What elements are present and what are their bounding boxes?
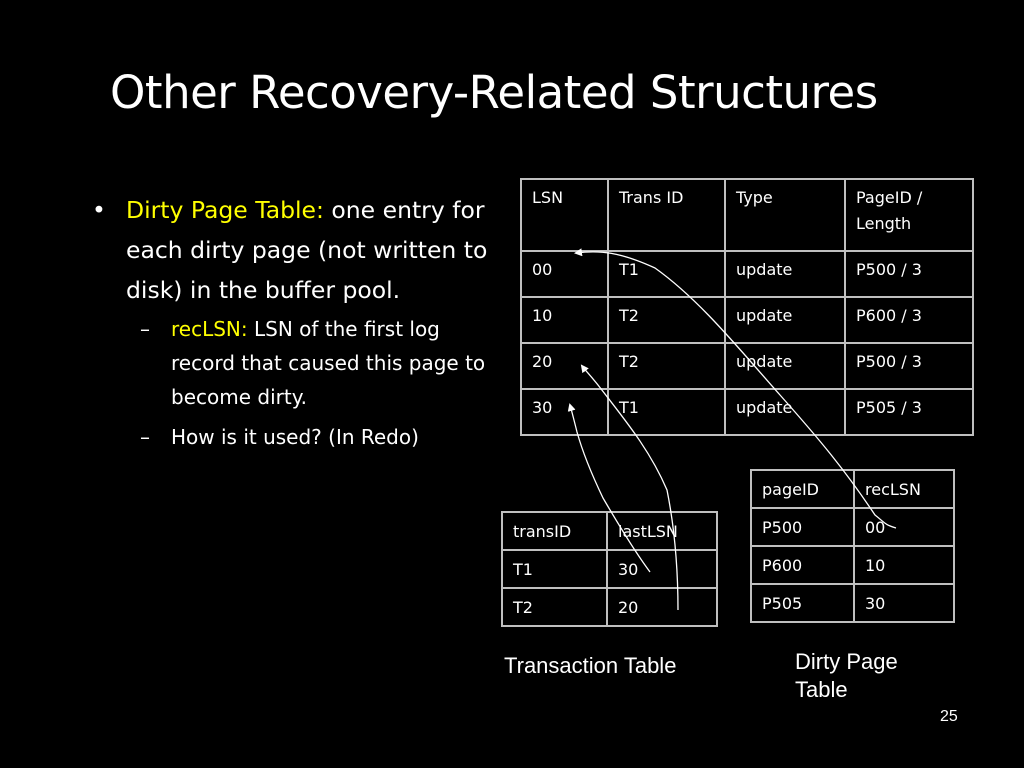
dirty-page-table-header-row: pageID recLSN bbox=[750, 469, 955, 509]
log-cell-type: update bbox=[724, 342, 846, 390]
dpt-cell-pageid: P600 bbox=[750, 545, 855, 585]
dpt-cell-pageid: P505 bbox=[750, 583, 855, 623]
log-cell-pageid: P500 / 3 bbox=[844, 342, 974, 390]
log-header-lsn: LSN bbox=[520, 178, 609, 252]
dirty-page-table-caption: Dirty Page Table bbox=[795, 649, 898, 702]
dpt-header-reclsn: recLSN bbox=[853, 469, 955, 509]
sub-bullet-reclsn: – recLSN: LSN of the first log record th… bbox=[92, 312, 502, 414]
log-cell-trans: T2 bbox=[607, 296, 726, 344]
log-cell-lsn: 20 bbox=[520, 342, 609, 390]
bullet-list: • Dirty Page Table: one entry for each d… bbox=[92, 190, 502, 454]
log-table-header-row: LSN Trans ID Type PageID / Length bbox=[520, 178, 974, 252]
log-cell-pageid: P505 / 3 bbox=[844, 388, 974, 436]
log-cell-type: update bbox=[724, 296, 846, 344]
bullet-text: one entry for each dirty page (not writt… bbox=[126, 196, 488, 304]
dpt-cell-pageid: P500 bbox=[750, 507, 855, 547]
sub-bullet-usage: – How is it used? (In Redo) bbox=[92, 420, 502, 454]
log-cell-lsn: 00 bbox=[520, 250, 609, 298]
dpt-cell-reclsn: 30 bbox=[853, 583, 955, 623]
dirty-page-table: pageID recLSN P500 00 P600 10 P505 30 bbox=[750, 469, 955, 623]
sub-bullet-text: LSN of the first log record that caused … bbox=[171, 317, 486, 409]
log-cell-lsn: 10 bbox=[520, 296, 609, 344]
sub-bullet-marker: – bbox=[140, 425, 150, 449]
transaction-table-header-row: transID lastLSN bbox=[501, 511, 718, 551]
dpt-header-pageid: pageID bbox=[750, 469, 855, 509]
table-row: P500 00 bbox=[750, 507, 955, 547]
table-row: P600 10 bbox=[750, 545, 955, 585]
log-header-pageid-length: PageID / Length bbox=[844, 178, 974, 252]
table-row: P505 30 bbox=[750, 583, 955, 623]
log-header-type: Type bbox=[724, 178, 846, 252]
log-table: LSN Trans ID Type PageID / Length 00 T1 … bbox=[520, 178, 974, 436]
log-cell-lsn: 30 bbox=[520, 388, 609, 436]
txn-cell-lastlsn: 30 bbox=[606, 549, 718, 589]
log-cell-type: update bbox=[724, 250, 846, 298]
bullet-highlight: Dirty Page Table: bbox=[126, 196, 324, 224]
bullet-marker: • bbox=[92, 196, 106, 224]
sub-bullet-text: How is it used? (In Redo) bbox=[171, 425, 419, 449]
log-cell-pageid: P600 / 3 bbox=[844, 296, 974, 344]
log-cell-trans: T2 bbox=[607, 342, 726, 390]
log-cell-trans: T1 bbox=[607, 250, 726, 298]
bullet-dirty-page-table: • Dirty Page Table: one entry for each d… bbox=[92, 190, 502, 310]
sub-bullet-highlight: recLSN: bbox=[171, 317, 248, 341]
log-cell-trans: T1 bbox=[607, 388, 726, 436]
sub-bullet-marker: – bbox=[140, 317, 150, 341]
log-table-row: 30 T1 update P505 / 3 bbox=[520, 388, 974, 436]
log-cell-type: update bbox=[724, 388, 846, 436]
transaction-table-caption: Transaction Table bbox=[504, 653, 677, 678]
log-table-row: 10 T2 update P600 / 3 bbox=[520, 296, 974, 344]
dpt-cell-reclsn: 00 bbox=[853, 507, 955, 547]
dpt-cell-reclsn: 10 bbox=[853, 545, 955, 585]
log-table-row: 00 T1 update P500 / 3 bbox=[520, 250, 974, 298]
table-row: T1 30 bbox=[501, 549, 718, 589]
txn-cell-transid: T1 bbox=[501, 549, 608, 589]
slide-number: 25 bbox=[940, 708, 958, 725]
txn-header-lastlsn: lastLSN bbox=[606, 511, 718, 551]
slide-title: Other Recovery-Related Structures bbox=[110, 66, 878, 119]
log-cell-pageid: P500 / 3 bbox=[844, 250, 974, 298]
table-row: T2 20 bbox=[501, 587, 718, 627]
log-header-trans-id: Trans ID bbox=[607, 178, 726, 252]
log-table-row: 20 T2 update P500 / 3 bbox=[520, 342, 974, 390]
transaction-table: transID lastLSN T1 30 T2 20 bbox=[501, 511, 718, 627]
txn-cell-lastlsn: 20 bbox=[606, 587, 718, 627]
txn-cell-transid: T2 bbox=[501, 587, 608, 627]
txn-header-transid: transID bbox=[501, 511, 608, 551]
